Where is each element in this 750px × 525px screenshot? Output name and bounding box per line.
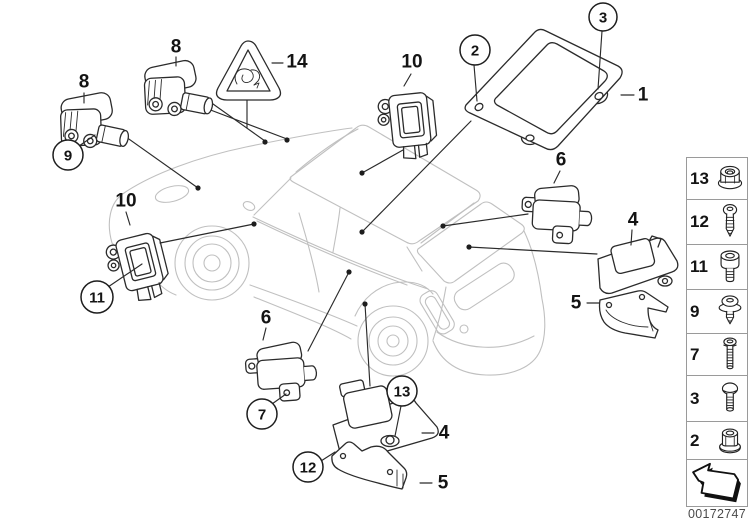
callout-circle-13[interactable]: 13 — [386, 375, 418, 407]
tapping-screw-icon — [722, 204, 738, 237]
part-drawing-warning-triangle-14 — [215, 40, 282, 101]
legend-direction-cell — [687, 459, 747, 506]
callout-10-top[interactable]: 10 — [401, 52, 422, 73]
callout-circle-12[interactable]: 12 — [292, 451, 324, 483]
callout-1[interactable]: 1 — [638, 85, 649, 106]
legend-number: 11 — [690, 257, 708, 276]
callout-6-right[interactable]: 6 — [556, 150, 567, 171]
callout-4-right[interactable]: 4 — [628, 210, 639, 231]
callout-8-left[interactable]: 8 — [79, 72, 90, 93]
svg-text:11: 11 — [89, 290, 105, 307]
document-code: 00172747 — [687, 507, 746, 521]
legend-item-3[interactable]: 3 — [687, 375, 747, 421]
callout-circle-7[interactable]: 7 — [246, 398, 278, 430]
part-drawing-sensor-10-top — [375, 90, 440, 163]
up-left-bent-arrow-icon — [692, 462, 741, 502]
washer-screw-icon — [718, 295, 742, 325]
part-drawing-sensor-bracket-4-bottom — [332, 379, 439, 463]
legend-number: 3 — [690, 388, 700, 408]
part-drawing-control-unit-1 — [464, 28, 623, 151]
callout-6-left[interactable]: 6 — [261, 308, 272, 329]
cap-nut-icon — [719, 427, 741, 453]
callout-circle-9[interactable]: 9 — [52, 139, 84, 171]
callout-10-left[interactable]: 10 — [115, 191, 136, 212]
legend-item-2[interactable]: 2 — [687, 421, 747, 459]
svg-text:2: 2 — [471, 43, 479, 60]
callout-4-bottom[interactable]: 4 — [439, 423, 450, 444]
callout-circle-2[interactable]: 2 — [459, 34, 491, 66]
callout-5-bottom[interactable]: 5 — [438, 473, 449, 494]
legend-item-9[interactable]: 9 — [687, 289, 747, 333]
callout-5-right[interactable]: 5 — [571, 293, 582, 314]
long-bolt-icon — [723, 336, 737, 369]
part-drawing-sensor-bracket-4-right — [597, 235, 679, 295]
legend-item-13[interactable]: 13 — [687, 158, 747, 199]
part-drawing-bracket-5-bottom — [331, 441, 408, 490]
part-drawing-sensor-6-right — [519, 181, 594, 246]
round-head-bolt-icon — [721, 381, 739, 412]
socket-head-bolt-icon — [720, 250, 740, 283]
car-outline — [108, 124, 546, 377]
svg-text:13: 13 — [394, 384, 411, 401]
svg-text:12: 12 — [300, 460, 317, 477]
callout-circle-3[interactable]: 3 — [588, 2, 618, 32]
leader-lines — [125, 98, 598, 387]
legend-item-7[interactable]: 7 — [687, 333, 747, 375]
svg-text:3: 3 — [599, 10, 607, 27]
part-drawing-sensor-6-left — [243, 339, 319, 405]
legend-number: 13 — [690, 168, 709, 188]
callout-14[interactable]: 14 — [286, 52, 308, 73]
fastener-legend: 13 12 11 — [686, 157, 748, 507]
part-drawing-bracket-5-right — [598, 290, 669, 339]
svg-text:9: 9 — [64, 148, 72, 165]
legend-number: 12 — [690, 212, 709, 231]
callouts: 8 8 14 10 1 10 6 6 4 5 4 5 9 2 3 11 7 — [52, 2, 649, 494]
part-drawings — [56, 28, 679, 490]
legend-number: 2 — [690, 430, 700, 450]
svg-text:7: 7 — [258, 407, 266, 424]
legend-item-11[interactable]: 11 — [687, 244, 747, 289]
legend-number: 7 — [690, 344, 700, 364]
callout-circle-11[interactable]: 11 — [80, 280, 114, 314]
part-drawing-sensor-8-top — [140, 56, 216, 118]
legend-item-12[interactable]: 12 — [687, 199, 747, 244]
legend-number: 9 — [690, 301, 700, 321]
flange-nut-icon — [717, 165, 743, 190]
callout-8-top[interactable]: 8 — [171, 37, 182, 58]
